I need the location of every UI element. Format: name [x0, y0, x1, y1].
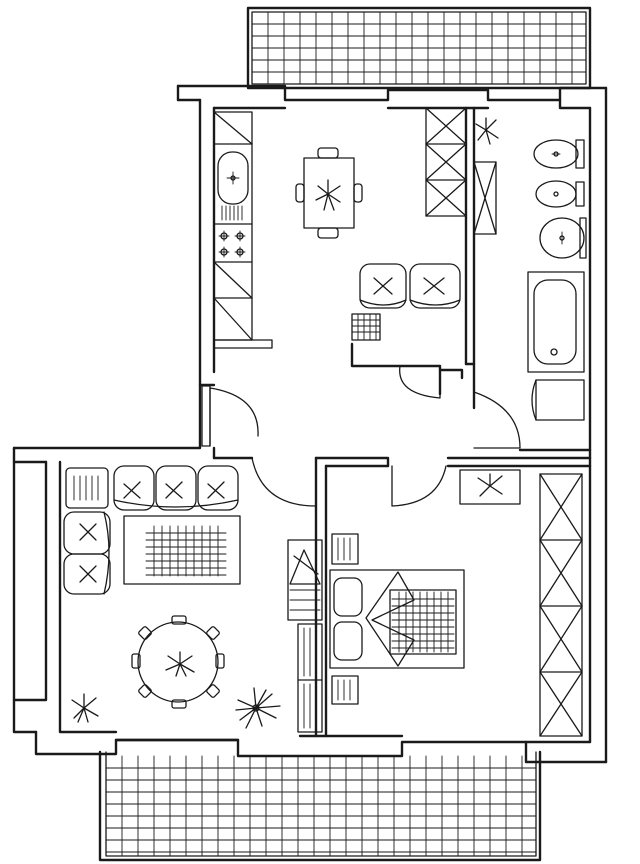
plant-icon — [165, 651, 195, 677]
double-bed — [329, 569, 465, 669]
large-plant-icon — [235, 687, 281, 729]
armchair-left — [63, 511, 111, 595]
radiator — [351, 313, 381, 341]
bedroom-door — [391, 465, 447, 507]
tv-unit — [287, 539, 323, 621]
dining-table — [131, 615, 225, 709]
bidet-icon — [535, 180, 585, 208]
stove-icon — [218, 230, 246, 258]
kitchen-table — [295, 147, 363, 239]
nightstand-bottom — [331, 675, 359, 705]
plant-icon — [477, 473, 503, 497]
washing-machine — [531, 379, 585, 421]
entrance-door — [201, 385, 259, 447]
bath-shelf — [473, 161, 497, 235]
armchairs — [359, 263, 461, 309]
balcony-tile-grid — [105, 755, 537, 857]
plant-icon — [71, 693, 99, 723]
closet-door — [399, 365, 441, 399]
balcony-tile-grid — [251, 11, 587, 85]
plant-shelf — [459, 469, 521, 505]
plant-icon — [315, 179, 341, 211]
bedroom — [329, 469, 583, 737]
doors — [201, 365, 521, 507]
kitchen-counter — [213, 111, 253, 341]
kitchen — [213, 107, 467, 349]
nightstand-top — [331, 533, 359, 565]
bathroom-door — [473, 391, 521, 449]
toilet-icon — [533, 139, 585, 169]
top-balcony — [246, 6, 592, 90]
wardrobe — [539, 473, 583, 737]
interior-walls — [114, 106, 592, 742]
washbasin-icon — [539, 217, 587, 259]
kitchen-cabinets — [425, 107, 467, 217]
living-room-door — [251, 457, 317, 507]
rug — [123, 515, 241, 585]
bathroom — [473, 117, 587, 421]
bookshelf — [297, 623, 323, 733]
bottom-balcony — [98, 750, 542, 862]
sink-icon — [217, 151, 249, 221]
footstool — [65, 467, 109, 509]
sofa — [113, 465, 239, 511]
living-dining-room — [63, 465, 323, 733]
plant-icon — [475, 117, 499, 145]
bathtub-icon — [527, 271, 585, 373]
